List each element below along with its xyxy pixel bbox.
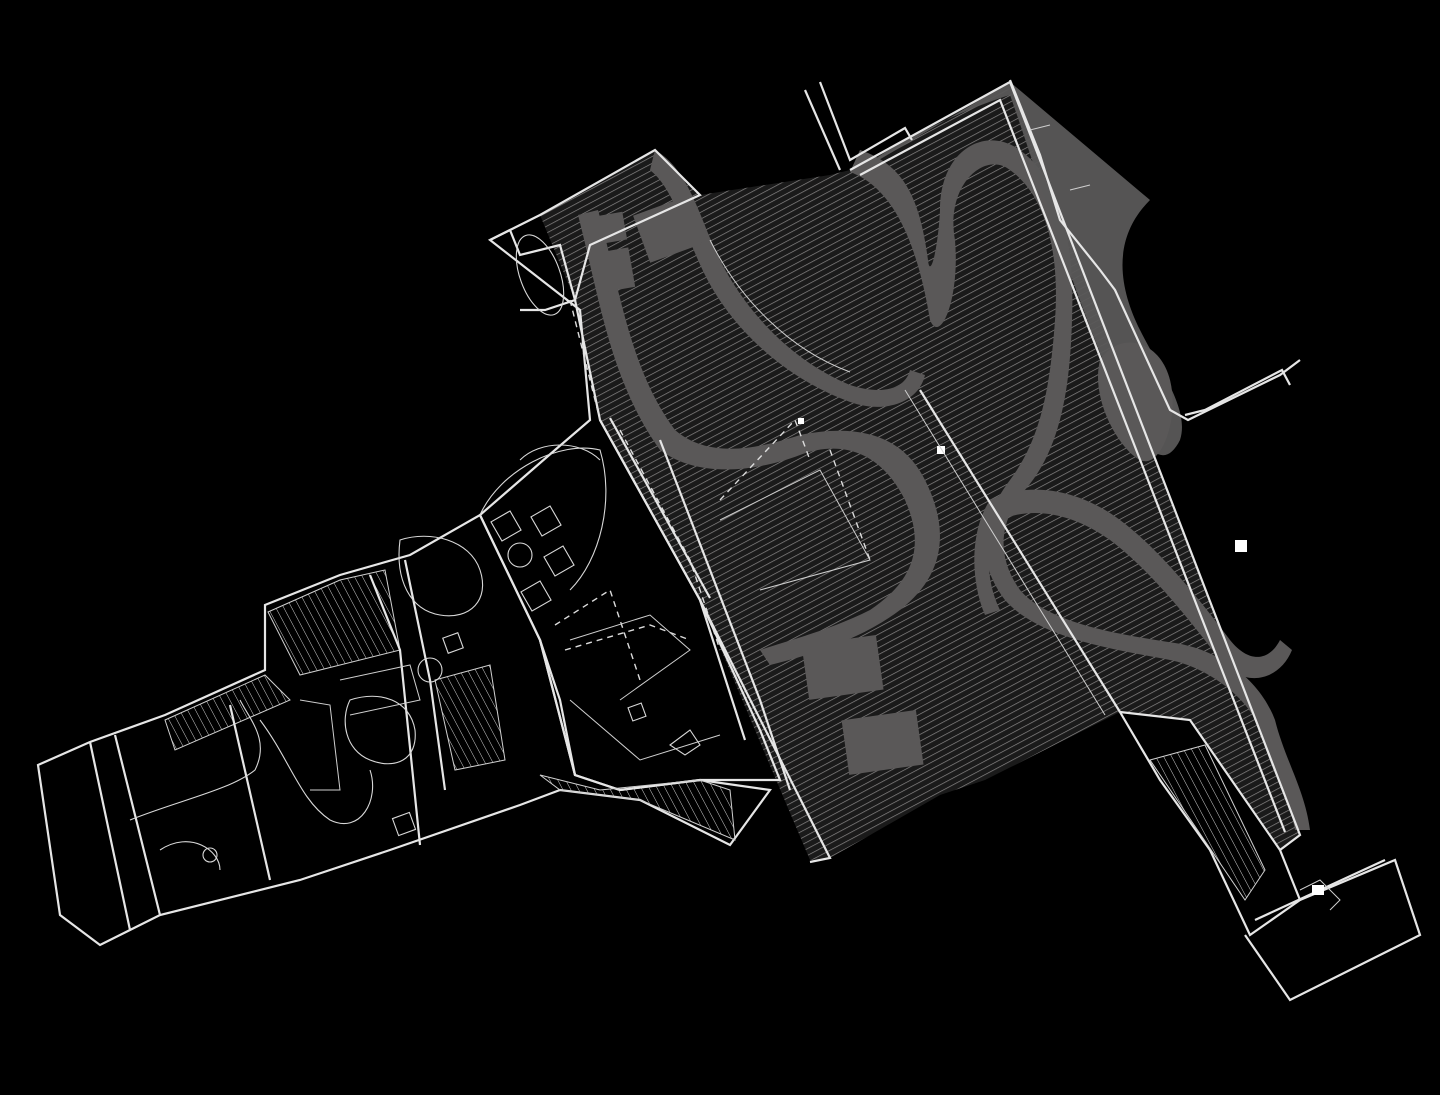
marker-3 [798,418,804,424]
marker-1 [1235,540,1247,552]
adjacent-building-outline [803,79,1301,422]
garden-outer-wall [849,80,1302,851]
garden-divider-wall [919,389,1121,713]
oval-room [515,234,565,316]
stair-area-2 [164,674,291,751]
planter-square-1 [801,634,884,700]
entry-strip-outline [1117,710,1302,937]
entry-marker [1312,885,1324,895]
central-building-outline [478,148,782,792]
gray-planting-blob [1098,342,1173,462]
sofa [669,729,701,756]
plant-1 [202,847,218,863]
left-wing [36,444,772,947]
seat-block-6 [391,811,417,837]
seat-block-4 [520,580,552,612]
seat-block-3 [543,545,575,577]
paving-block-3 [633,196,702,263]
winding-path-c [974,489,1292,679]
winding-path-a [578,210,940,665]
garden-lower-wall [699,599,832,864]
left-wing-outline [36,513,772,947]
winding-path-b [850,140,1310,831]
seat-block-2 [530,505,562,537]
garden-block [540,80,1310,864]
round-table-2 [417,657,443,683]
stair-area-4 [539,774,736,841]
central-building [478,148,871,792]
seat-block-5 [442,632,464,654]
stair-area-1 [267,569,401,676]
garden-divider-wall-2 [904,389,1106,716]
seat-block-7 [627,702,647,722]
paving-block-2 [594,247,636,293]
marker-2 [937,446,945,454]
gray-planting-form [862,82,1182,456]
round-table-1 [507,542,533,568]
paving-block-1 [582,211,628,247]
stair-area-3 [434,664,506,771]
entry-stair-area [1149,744,1266,901]
curved-terrace-inner [709,239,851,373]
planter-square-2 [841,709,924,775]
garden-inner-wall [859,98,1287,833]
seat-block-1 [490,510,522,542]
entry-strip [1117,710,1422,1002]
curved-terrace [650,150,925,407]
